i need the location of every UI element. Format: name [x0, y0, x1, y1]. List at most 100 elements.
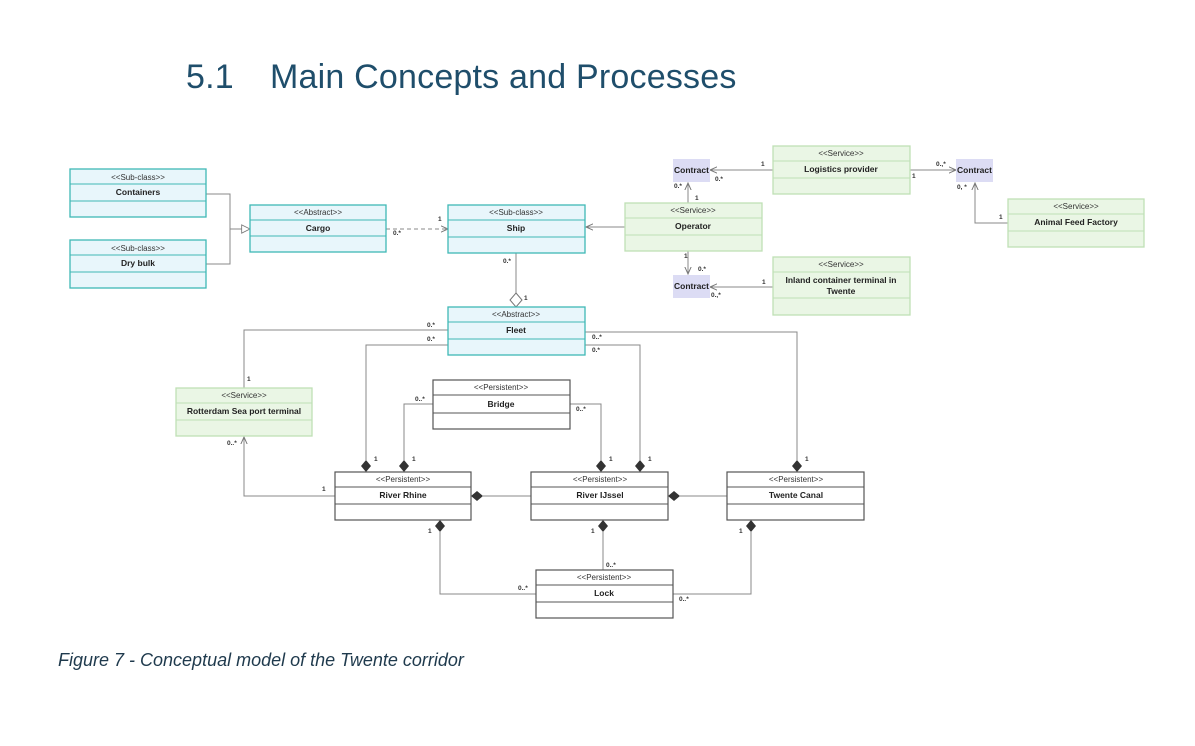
mult-contract-inland: 0.,* [711, 292, 721, 299]
mult-lock-rhine: 0..* [518, 585, 528, 592]
mult-contract-bottom-operator: 0.* [698, 266, 706, 273]
class-name: Twente Canal [769, 490, 823, 500]
stereotype-label: <<Persistent>> [769, 475, 824, 484]
mult-fleet-ijssel: 0.* [592, 347, 600, 354]
diamond-rhine-right [471, 491, 483, 501]
mult-contract-logistics: 0.* [715, 176, 723, 183]
contract-bottom[interactable]: Contract [673, 275, 710, 298]
contract-right[interactable]: Contract [956, 159, 993, 182]
mult-lock-twente: 0..* [679, 596, 689, 603]
class-name: Operator [675, 221, 712, 231]
class-twente-canal[interactable]: <<Persistent>> Twente Canal [726, 471, 865, 521]
diamond-rhine-lock [435, 520, 445, 532]
mult-lock-ijssel: 0..* [606, 562, 616, 569]
mult-contract-right-feed: 0, * [957, 184, 967, 191]
class-lock[interactable]: <<Persistent>> Lock [535, 569, 674, 619]
diamond-twente-lock [746, 520, 756, 532]
class-name: Fleet [506, 325, 526, 335]
stereotype-label: <<Sub-class>> [111, 244, 165, 253]
diamond-ijssel-right [668, 491, 680, 501]
mult-fleet-rhine: 0.* [427, 336, 435, 343]
class-name-line-2: Twente [827, 286, 856, 296]
stereotype-label: <<Persistent>> [573, 475, 628, 484]
diamond-ijssel-fleet [635, 460, 645, 472]
mult-logistics-contract: 1 [761, 161, 765, 168]
stereotype-label: <<Abstract>> [294, 208, 342, 217]
mult-rhine-fleet: 1 [374, 456, 378, 463]
mult-fleet-rotterdam: 0.* [427, 322, 435, 329]
stereotype-label: <<Sub-class>> [111, 173, 165, 182]
hollow-diamond-fleet [509, 292, 523, 308]
class-cargo[interactable]: <<Abstract>> Cargo [249, 204, 387, 253]
class-name: Animal Feed Factory [1034, 217, 1118, 227]
association-fleet-ijssel [585, 344, 641, 460]
association-bridge-ijssel [570, 403, 602, 460]
stereotype-label: <<Persistent>> [376, 475, 431, 484]
class-name-line-1: Inland container terminal in [786, 275, 897, 285]
stereotype-label: <<Persistent>> [577, 573, 632, 582]
mult-rhine-rotterdam: 1 [322, 486, 326, 493]
association-rhine-rotterdam [244, 437, 335, 497]
mult-ship-fleet: 0.* [503, 258, 511, 265]
mult-ijssel-bridge: 1 [609, 456, 613, 463]
stereotype-label: <<Persistent>> [474, 383, 529, 392]
contract-label: Contract [674, 165, 709, 175]
stereotype-label: <<Sub-class>> [489, 208, 543, 217]
section-heading: 5.1 Main Concepts and Processes [186, 58, 737, 97]
section-title: Main Concepts and Processes [270, 58, 737, 96]
mult-inland-contract: 1 [762, 279, 766, 286]
class-name: River Rhine [379, 490, 427, 500]
class-name: River IJssel [576, 490, 623, 500]
mult-bridge-rhine: 0..* [415, 396, 425, 403]
mult-operator-contract-bottom: 1 [684, 253, 688, 260]
association-twente-lock [673, 532, 752, 595]
class-ship[interactable]: <<Sub-class>> Ship [447, 204, 586, 254]
class-bridge[interactable]: <<Persistent>> Bridge [432, 379, 571, 430]
multiplicity-labels: 1 0.* 0.* 1 1 0.* 0.* 1 0.,* 1 0, * 1 1 … [227, 161, 1003, 603]
mult-twente-lock: 1 [739, 528, 743, 535]
stereotype-label: <<Service>> [1053, 202, 1099, 211]
association-animalfeed-contract-right [975, 183, 1008, 224]
generalization-drybulk-cargo [206, 229, 231, 265]
class-operator[interactable]: <<Service>> Operator [624, 202, 763, 252]
mult-feed-contract: 1 [999, 214, 1003, 221]
mult-cargo-ship: 0.* [393, 230, 401, 237]
contract-top[interactable]: Contract [673, 159, 710, 182]
mult-contract-operator: 0.* [674, 183, 682, 190]
mult-twente-fleet: 1 [805, 456, 809, 463]
class-rotterdam-sea-port-terminal[interactable]: <<Service>> Rotterdam Sea port terminal [175, 387, 313, 437]
class-river-rhine[interactable]: <<Persistent>> River Rhine [334, 471, 472, 521]
class-animal-feed-factory[interactable]: <<Service>> Animal Feed Factory [1007, 198, 1145, 248]
section-number: 5.1 [186, 58, 234, 96]
class-dry-bulk[interactable]: <<Sub-class>> Dry bulk [69, 239, 207, 289]
class-name: Lock [594, 588, 614, 598]
class-inland-container-terminal[interactable]: <<Service>> Inland container terminal in… [772, 256, 911, 316]
association-bridge-rhine [403, 403, 433, 460]
diamonds [361, 292, 802, 532]
diamond-twente-fleet [792, 460, 802, 472]
mult-ijssel-lock: 1 [591, 528, 595, 535]
mult-ship-cargo: 1 [438, 216, 442, 223]
class-name: Logistics provider [804, 164, 878, 174]
diamond-ijssel-bridge [596, 460, 606, 472]
class-name: Containers [116, 187, 161, 197]
class-containers[interactable]: <<Sub-class>> Containers [69, 168, 207, 218]
mult-fleet-twente: 0..* [592, 334, 602, 341]
class-river-ijssel[interactable]: <<Persistent>> River IJssel [530, 471, 669, 521]
mult-ijssel-fleet: 1 [648, 456, 652, 463]
mult-contract-right-logistics: 0.,* [936, 161, 946, 168]
contract-label: Contract [674, 281, 709, 291]
contract-label: Contract [957, 165, 992, 175]
mult-rotterdam-fleet: 1 [247, 376, 251, 383]
class-fleet[interactable]: <<Abstract>> Fleet [447, 306, 586, 356]
stereotype-label: <<Abstract>> [492, 310, 540, 319]
stereotype-label: <<Service>> [670, 206, 716, 215]
association-fleet-rotterdam [243, 329, 448, 388]
mult-logistics-right: 1 [912, 173, 916, 180]
mult-rotterdam-rhine: 0..* [227, 440, 237, 447]
class-logistics-provider[interactable]: <<Service>> Logistics provider [772, 145, 911, 195]
diamond-ijssel-lock [598, 520, 608, 532]
mult-fleet-ship: 1 [524, 295, 528, 302]
mult-rhine-bridge: 1 [412, 456, 416, 463]
class-name: Bridge [488, 399, 515, 409]
